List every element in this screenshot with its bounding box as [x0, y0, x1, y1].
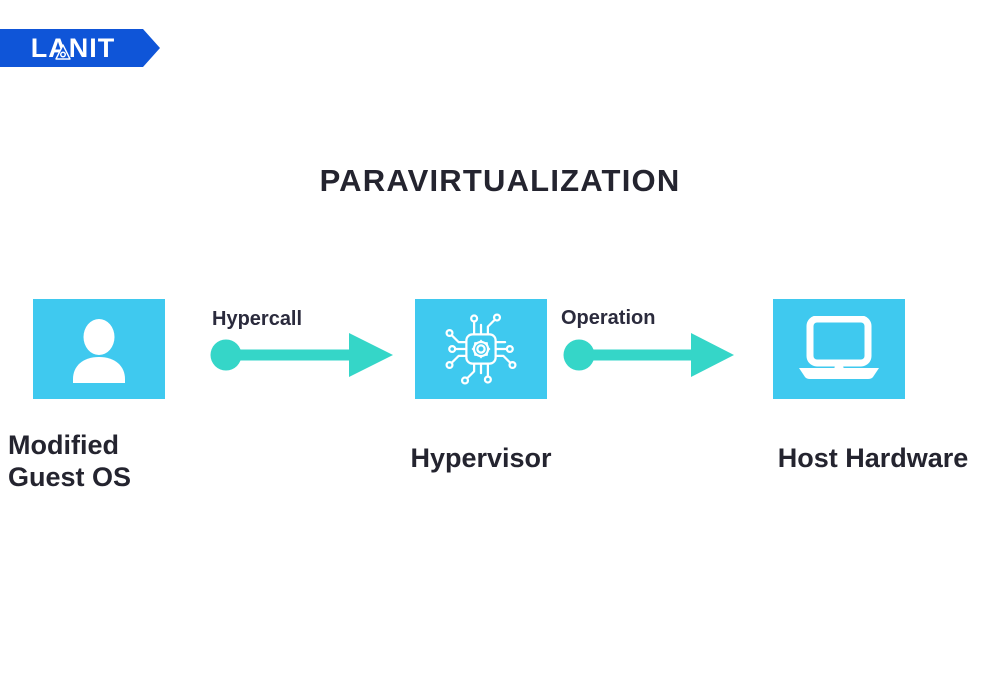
connector-label-hypercall: Hypercall	[212, 308, 303, 330]
node-label-guest-os: Modified Guest OS	[8, 430, 132, 492]
node-guest-os	[33, 299, 165, 399]
triangle-eye-icon	[55, 43, 71, 60]
node-label-hypervisor: Hypervisor	[410, 443, 552, 473]
connector-label-operation: Operation	[561, 307, 656, 329]
connector-operation	[560, 330, 737, 394]
arrow-right-icon	[563, 333, 734, 377]
node-hypervisor	[415, 299, 547, 399]
user-icon	[73, 319, 125, 383]
arrow-right-icon	[210, 333, 393, 377]
laptop-icon	[799, 316, 879, 379]
brand-wordmark: LANIT	[30, 32, 116, 63]
microchip-gear-icon	[445, 313, 517, 385]
brand-wordmark-text: LANIT	[30, 32, 116, 63]
page-title: PARAVIRTUALIZATION	[319, 163, 681, 198]
node-label-host-hardware: Host Hardware	[777, 443, 969, 473]
brand-banner: LANIT	[0, 29, 160, 67]
node-host-hardware	[773, 299, 905, 399]
connector-hypercall	[207, 330, 397, 394]
